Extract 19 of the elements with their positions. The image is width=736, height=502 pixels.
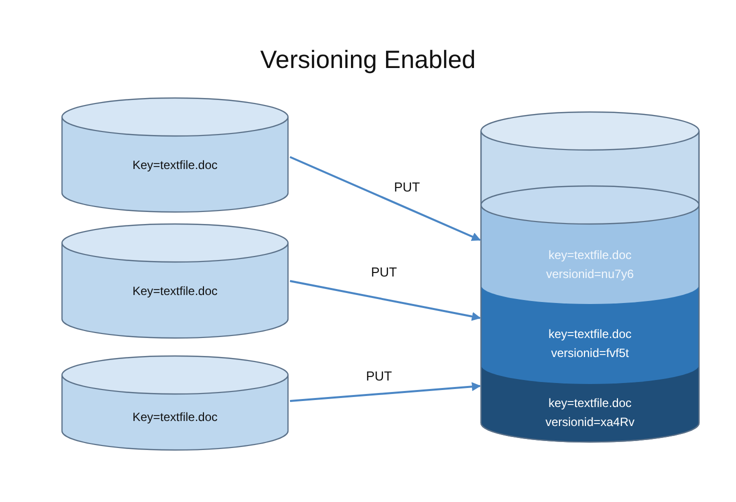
storage-cylinder bbox=[62, 356, 288, 450]
edge-label: PUT bbox=[364, 368, 394, 384]
key-label: key=textfile.doc bbox=[548, 246, 632, 264]
edge-label: PUT bbox=[392, 180, 422, 194]
key-label: Key=textfile.doc bbox=[132, 157, 218, 174]
arrow bbox=[290, 280, 481, 321]
arrow bbox=[290, 382, 481, 402]
key-label: key=textfile.doc bbox=[548, 326, 632, 343]
key-label: versionid=nu7y6 bbox=[546, 266, 634, 282]
diagram-title: Versioning Enabled bbox=[259, 46, 477, 75]
storage-cylinder bbox=[62, 98, 288, 212]
storage-cylinder bbox=[62, 224, 288, 338]
key-label: Key=textfile.doc bbox=[132, 283, 218, 300]
key-label: versionid=xa4Rv bbox=[545, 414, 635, 431]
arrow bbox=[290, 156, 481, 241]
key-label: Key=textfile.doc bbox=[132, 409, 218, 426]
edge-label: PUT bbox=[369, 264, 399, 280]
key-label: key=textfile.doc bbox=[548, 395, 632, 412]
key-label: versionid=fvf5t bbox=[551, 345, 629, 362]
